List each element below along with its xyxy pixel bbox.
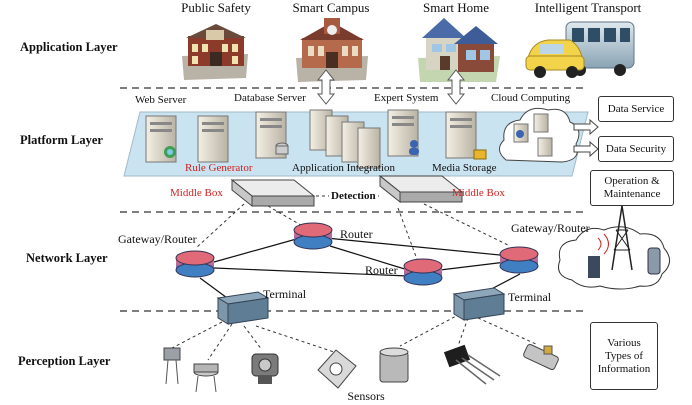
- operation-maintenance-cloud-icon: [558, 205, 670, 290]
- sensor-links: [171, 313, 537, 361]
- data-service-box: Data Service: [598, 96, 674, 122]
- web-server-label: Web Server: [135, 94, 187, 106]
- public-safety-label: Public Safety: [181, 0, 251, 15]
- cloud-computing-icon: [499, 107, 580, 163]
- middle-box-right-icon: [378, 174, 464, 204]
- network-links: [199, 237, 521, 307]
- router-top-icon: [293, 222, 333, 250]
- gateway-router-left-icon: [175, 250, 215, 278]
- router-middle-icon: [403, 258, 443, 286]
- smart-home-label: Smart Home: [422, 0, 490, 15]
- terminal-right-label: Terminal: [508, 290, 552, 304]
- smart-home-building-icon: [418, 18, 500, 82]
- web-server-icon: [145, 115, 177, 163]
- smart-campus-label: Smart Campus: [292, 0, 370, 15]
- database-server-icon: [255, 111, 289, 159]
- intelligent-transport-label: Intelligent Transport: [534, 0, 642, 15]
- expert-system-label: Expert System: [374, 92, 439, 104]
- application-layer-label: Application Layer: [20, 40, 118, 54]
- sensor-can-icon: [193, 363, 219, 393]
- application-integration-label: Application Integration: [292, 162, 395, 174]
- smart-campus-building-icon: [296, 18, 368, 82]
- sensor-cylinder-icon: [379, 347, 409, 383]
- media-storage-label: Media Storage: [432, 162, 497, 174]
- gateway-router-left-label: Gateway/Router: [118, 232, 197, 246]
- layer-dividers: [120, 87, 588, 312]
- terminal-right-icon: [452, 287, 506, 321]
- platform-layer-label: Platform Layer: [20, 133, 103, 147]
- middle-box-left-label: Middle Box: [170, 187, 223, 199]
- sensor-icons: [163, 343, 559, 393]
- database-server-label: Database Server: [234, 92, 306, 104]
- sensor-chip-icon: [443, 344, 501, 385]
- sensor-probe-icon: [163, 347, 181, 385]
- expert-system-server-icon: [387, 109, 419, 157]
- public-safety-building-icon: [182, 24, 248, 80]
- gateway-router-right-icon: [499, 246, 539, 274]
- network-layer-label: Network Layer: [26, 251, 108, 265]
- operation-maintenance-box: Operation & Maintenance: [590, 170, 674, 206]
- application-integration-servers-icon: [309, 109, 381, 169]
- rule-generator-label: Rule Generator: [185, 162, 253, 174]
- middle-box-right-label: Middle Box: [452, 187, 505, 199]
- middlebox-links: [195, 203, 511, 263]
- gateway-router-right-label: Gateway/Router: [511, 221, 590, 235]
- intelligent-transport-vehicles-icon: [525, 21, 635, 78]
- platform-output-arrows: [573, 118, 599, 158]
- rule-generator-server-icon: [197, 115, 229, 163]
- terminal-left-label: Terminal: [263, 287, 307, 301]
- app-platform-arrows: [316, 69, 466, 105]
- terminal-left-icon: [216, 291, 270, 325]
- cloud-computing-label: Cloud Computing: [491, 92, 571, 104]
- data-security-box: Data Security: [598, 136, 674, 162]
- perception-layer-label: Perception Layer: [18, 354, 111, 368]
- sensor-loadcell-icon: [317, 349, 357, 389]
- router-middle-label: Router: [365, 263, 398, 277]
- middle-box-left-icon: [230, 178, 316, 208]
- sensor-pressure-icon: [523, 343, 559, 371]
- various-information-box: Various Types of Information: [590, 322, 658, 390]
- sensors-label: Sensors: [347, 389, 385, 403]
- router-top-label: Router: [340, 227, 373, 241]
- media-storage-server-icon: [445, 111, 487, 160]
- detection-label: Detection: [329, 190, 378, 203]
- sensor-valve-icon: [251, 353, 279, 384]
